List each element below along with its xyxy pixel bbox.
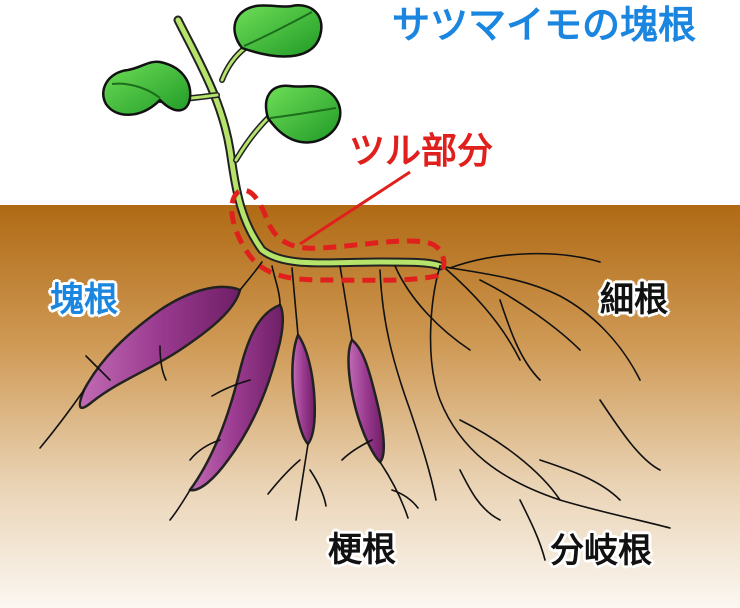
diagram-title: サツマイモの塊根 <box>392 3 697 47</box>
label-branch-root: 分岐根 <box>550 531 652 571</box>
leaf-left <box>102 60 192 116</box>
vine-leader-line <box>299 170 411 246</box>
roots <box>39 252 671 561</box>
tuber-2 <box>188 303 284 492</box>
label-tuberous-root: 塊根 <box>50 280 118 320</box>
label-vine-section: ツル部分 <box>349 131 494 172</box>
label-pencil-root: 梗根 <box>328 530 396 570</box>
label-fine-root: 細根 <box>600 280 668 320</box>
leaves <box>102 4 342 144</box>
tubers <box>78 285 386 492</box>
vine-highlight <box>229 187 447 283</box>
